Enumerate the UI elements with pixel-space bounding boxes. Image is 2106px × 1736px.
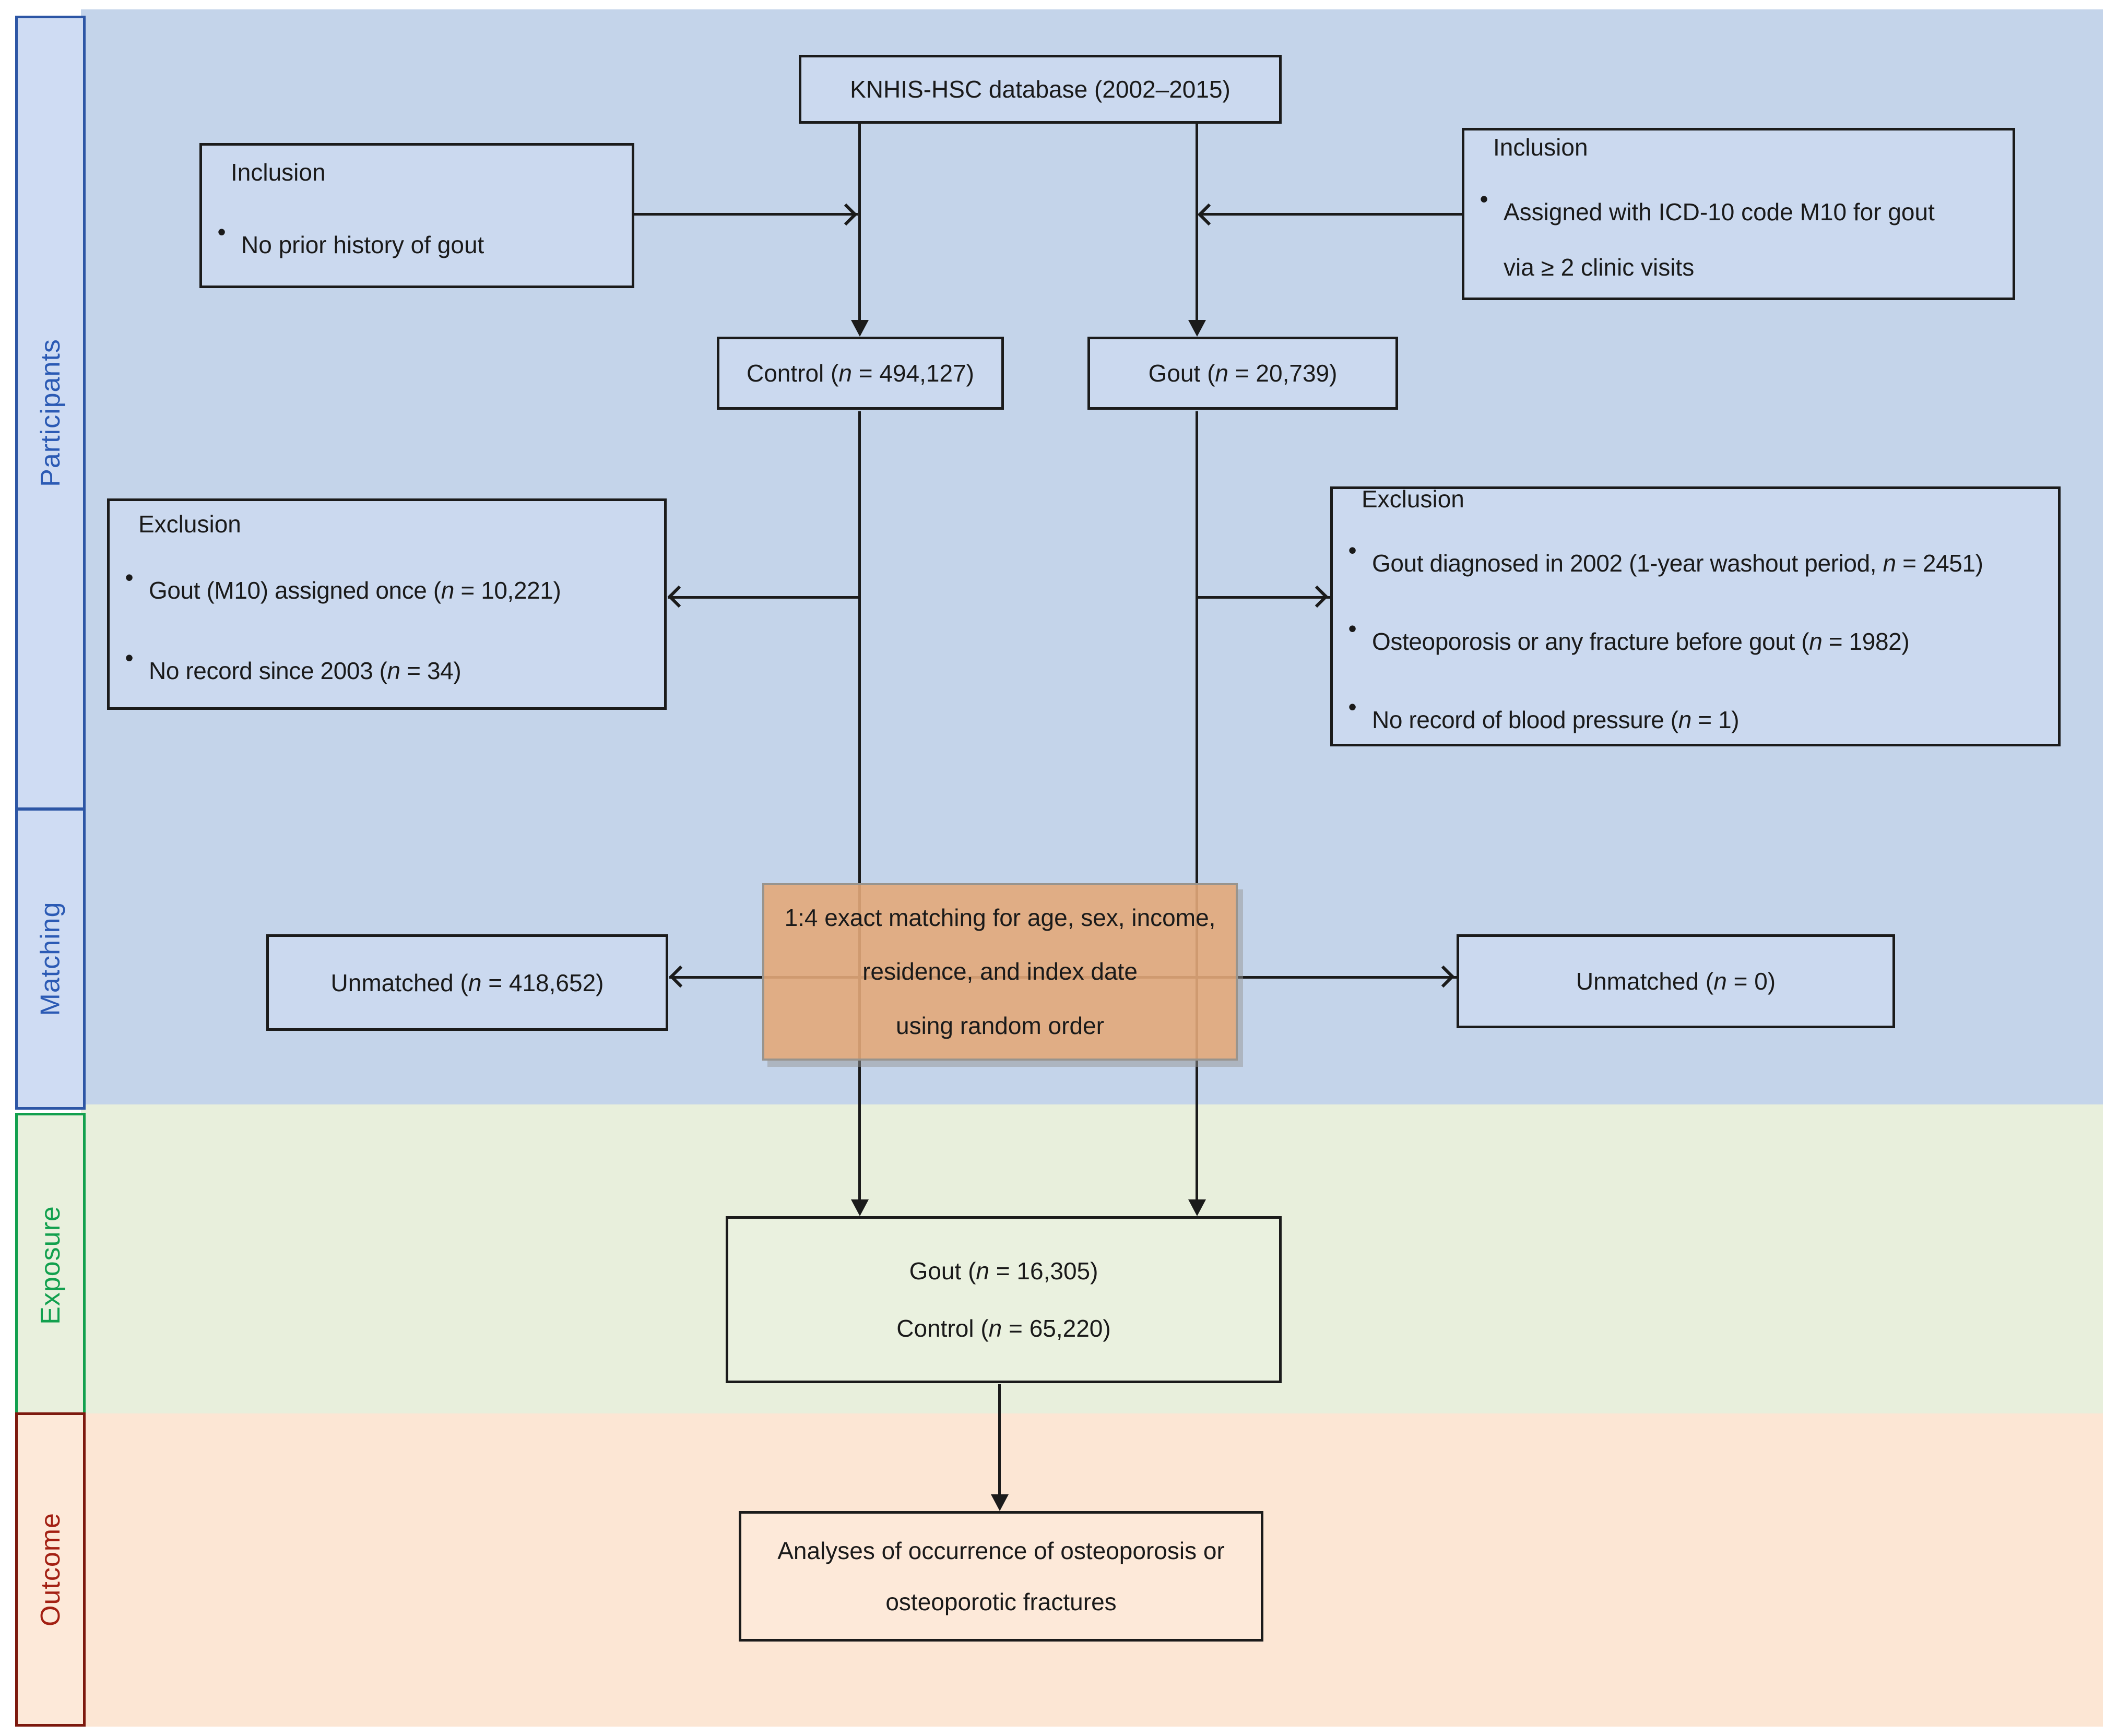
database-label: KNHIS-HSC database (2002–2015) (850, 76, 1231, 103)
section-label-outcome: Outcome (35, 1513, 66, 1626)
exclusion-left-item-text: Gout (M10) assigned once (n = 10,221) (149, 576, 561, 604)
inclusion-left-item-text: No prior history of gout (241, 231, 484, 259)
section-tab-exposure: Exposure (15, 1113, 86, 1418)
matching-line: residence, and index date (862, 958, 1138, 985)
arrowhead-down-outcome-icon (991, 1494, 1009, 1511)
arrowhead-down-gout-icon (1188, 320, 1206, 337)
bullet-icon: • (217, 218, 226, 246)
database-box: KNHIS-HSC database (2002–2015) (799, 55, 1282, 124)
exclusion-left-title: Exclusion (138, 510, 241, 538)
inclusion-left-item: • No prior history of gout (202, 218, 632, 273)
arrowhead-down-control-icon (851, 320, 869, 337)
outcome-analysis-line: Analyses of occurrence of osteoporosis o… (777, 1537, 1225, 1564)
gout-label: Gout (n = 20,739) (1148, 360, 1338, 387)
connector-db-to-control (858, 124, 861, 321)
exclusion-right-item: • Osteoporosis or any fracture before go… (1333, 614, 2058, 670)
bullet-icon: • (1348, 537, 1357, 564)
exclusion-right-item-text: Gout diagnosed in 2002 (1-year washout p… (1372, 550, 1983, 577)
exclusion-left-item: • No record since 2003 (n = 34) (110, 644, 664, 699)
unmatched-left-label: Unmatched (n = 418,652) (330, 969, 604, 996)
section-label-matching: Matching (35, 901, 66, 1016)
bullet-icon: • (1348, 615, 1357, 643)
gout-box: Gout (n = 20,739) (1087, 337, 1398, 410)
unmatched-right-label: Unmatched (n = 0) (1576, 968, 1776, 995)
matched-control-label: Control (n = 65,220) (896, 1315, 1111, 1342)
unmatched-right-box: Unmatched (n = 0) (1457, 934, 1895, 1028)
section-label-participants: Participants (35, 339, 66, 487)
inclusion-right-box: Inclusion • Assigned with ICD-10 code M1… (1462, 128, 2015, 300)
outcome-analysis-line: osteoporotic fractures (885, 1588, 1117, 1615)
section-tab-matching: Matching (15, 808, 86, 1110)
connector-inclusion-right (1199, 213, 1462, 216)
inclusion-left-box: Inclusion • No prior history of gout (199, 143, 634, 288)
outcome-analysis-box: Analyses of occurrence of osteoporosis o… (739, 1511, 1263, 1642)
exclusion-right-item-text: Osteoporosis or any fracture before gout… (1372, 628, 1910, 656)
inclusion-left-title: Inclusion (231, 159, 326, 186)
section-tab-participants: Participants (15, 16, 86, 810)
bullet-icon: • (125, 563, 134, 591)
matching-line: 1:4 exact matching for age, sex, income, (784, 903, 1216, 931)
exclusion-left-box: Exclusion • Gout (M10) assigned once (n … (107, 498, 667, 710)
exclusion-right-item: • No record of blood pressure (n = 1) (1333, 693, 2058, 748)
connector-exclusion-right (1198, 596, 1330, 599)
connector-control-to-matched (858, 411, 861, 1200)
section-tab-outcome: Outcome (15, 1412, 86, 1727)
inclusion-right-item-text: Assigned with ICD-10 code M10 for gout v… (1504, 198, 1935, 281)
exclusion-right-item-text: No record of blood pressure (n = 1) (1372, 706, 1740, 733)
exclusion-right-box: Exclusion • Gout diagnosed in 2002 (1-ye… (1330, 485, 2061, 748)
section-label-exposure: Exposure (35, 1206, 66, 1325)
control-label: Control (n = 494,127) (746, 360, 974, 387)
arrowhead-down-matched-right-icon (1188, 1199, 1206, 1216)
bullet-icon: • (125, 644, 134, 671)
connector-db-to-gout (1196, 124, 1198, 321)
connector-gout-to-matched (1196, 411, 1198, 1200)
inclusion-right-item: • Assigned with ICD-10 code M10 for gout… (1464, 185, 2002, 295)
matching-box: 1:4 exact matching for age, sex, income,… (762, 883, 1238, 1061)
connector-exclusion-left (668, 596, 860, 599)
bullet-icon: • (1348, 693, 1357, 720)
control-box: Control (n = 494,127) (717, 337, 1004, 410)
connector-inclusion-left (634, 213, 858, 216)
connector-matched-to-outcome (998, 1384, 1001, 1495)
bullet-icon: • (1480, 185, 1488, 212)
matched-cohort-box: Gout (n = 16,305) Control (n = 65,220) (726, 1216, 1282, 1383)
unmatched-left-box: Unmatched (n = 418,652) (266, 934, 668, 1031)
inclusion-right-title: Inclusion (1493, 133, 1588, 161)
exclusion-left-item-text: No record since 2003 (n = 34) (149, 657, 462, 684)
exclusion-left-item: • Gout (M10) assigned once (n = 10,221) (110, 563, 664, 619)
exclusion-right-item: • Gout diagnosed in 2002 (1-year washout… (1333, 536, 2058, 591)
matched-gout-label: Gout (n = 16,305) (909, 1257, 1098, 1285)
arrowhead-down-matched-left-icon (851, 1199, 869, 1216)
matching-line: using random order (896, 1012, 1104, 1039)
exclusion-right-title: Exclusion (1362, 485, 1464, 513)
